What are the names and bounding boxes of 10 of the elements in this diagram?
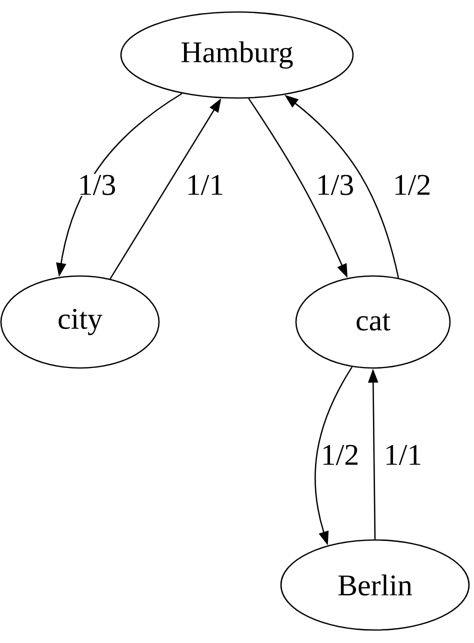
edge-label: 1/3 <box>314 174 356 196</box>
edge-label: 1/1 <box>184 174 226 196</box>
ellipse-node: Berlin <box>280 539 470 631</box>
ellipse-node: Hamburg <box>120 11 354 99</box>
edge-label: 1/1 <box>382 444 424 466</box>
edge-label: 1/2 <box>320 444 360 466</box>
edge-label: 1/2 <box>392 174 432 196</box>
edge-label: 1/3 <box>76 174 118 196</box>
ellipse-node: cat <box>295 275 451 369</box>
ellipse-node: city <box>0 275 160 369</box>
